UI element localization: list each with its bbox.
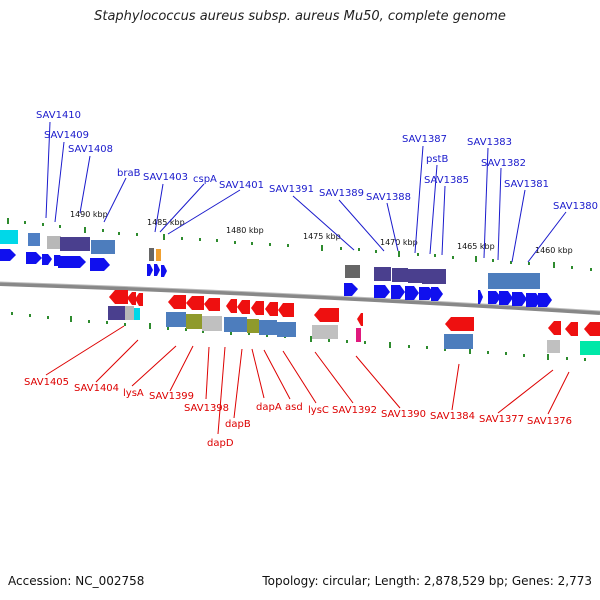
label-cspa: cspA: [193, 174, 217, 185]
label-sav1382: SAV1382: [481, 158, 526, 169]
label-dapb: dapB: [225, 419, 251, 430]
scale-label-1475: 1475 kbp: [303, 232, 341, 241]
label-sav1399: SAV1399: [149, 391, 194, 402]
label-dapa: dapA: [256, 402, 282, 413]
label-sav1408: SAV1408: [68, 144, 113, 155]
label-sav1409: SAV1409: [44, 130, 89, 141]
scale-label-1465: 1465 kbp: [457, 242, 495, 251]
upper-tick-row: [7, 218, 592, 271]
label-sav1388: SAV1388: [366, 192, 411, 203]
reverse-arrows: [109, 290, 600, 336]
label-sav1376: SAV1376: [527, 416, 572, 427]
label-sav1387: SAV1387: [402, 134, 447, 145]
label-sav1384: SAV1384: [430, 411, 475, 422]
label-sav1410: SAV1410: [36, 110, 81, 121]
label-sav1392: SAV1392: [332, 405, 377, 416]
scale-label-1485: 1485 kbp: [147, 218, 185, 227]
label-sav1389: SAV1389: [319, 188, 364, 199]
scale-label-1480: 1480 kbp: [226, 226, 264, 235]
scale-label-1490: 1490 kbp: [70, 210, 108, 219]
label-pstb: pstB: [426, 154, 448, 165]
label-lysa: lysA: [123, 388, 144, 399]
lower-tick-row: [11, 312, 586, 361]
scale-label-1460: 1460 kbp: [535, 246, 573, 255]
scale-label-1470: 1470 kbp: [380, 238, 418, 247]
genome-backbone: [0, 282, 600, 315]
label-sav1405: SAV1405: [24, 377, 69, 388]
forward-arrows: [0, 249, 552, 307]
label-asd: asd: [285, 402, 303, 413]
topology-text: Topology: circular; Length: 2,878,529 bp…: [262, 574, 592, 588]
label-sav1404: SAV1404: [74, 383, 119, 394]
label-sav1380: SAV1380: [553, 201, 598, 212]
label-sav1401: SAV1401: [219, 180, 264, 191]
label-sav1398: SAV1398: [184, 403, 229, 414]
reverse-gene-boxes: [108, 306, 600, 355]
reverse-leader-lines: [45, 325, 570, 435]
accession-text: Accession: NC_002758: [8, 574, 145, 588]
label-lysc: lysC: [308, 405, 329, 416]
forward-leader-lines: [45, 121, 567, 263]
label-dapd: dapD: [207, 438, 234, 449]
label-sav1383: SAV1383: [467, 137, 512, 148]
label-sav1390: SAV1390: [381, 409, 426, 420]
forward-gene-boxes: [0, 230, 540, 289]
label-sav1377: SAV1377: [479, 414, 524, 425]
label-sav1385: SAV1385: [424, 175, 469, 186]
label-sav1391: SAV1391: [269, 184, 314, 195]
label-sav1403: SAV1403: [143, 172, 188, 183]
page-title: Staphylococcus aureus subsp. aureus Mu50…: [94, 9, 506, 24]
label-sav1381: SAV1381: [504, 179, 549, 190]
label-brab: braB: [117, 168, 141, 179]
